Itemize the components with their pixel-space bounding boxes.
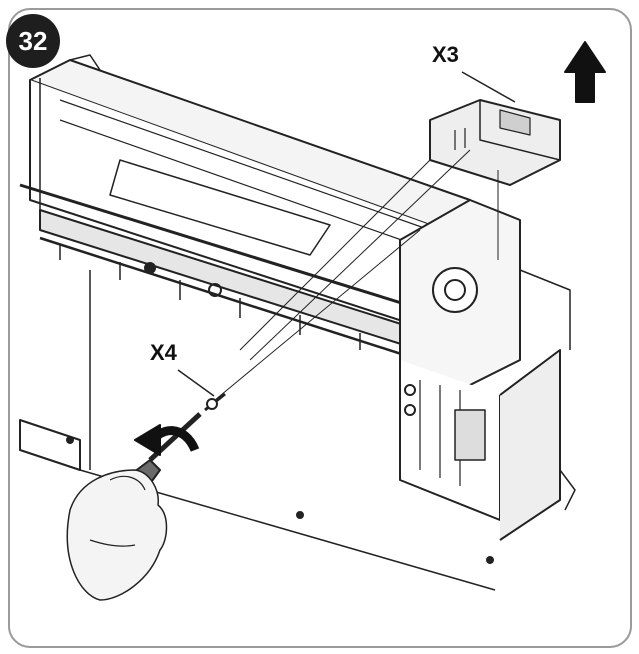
unit-body-panel xyxy=(19,270,496,591)
step-number-badge: 32 xyxy=(6,14,60,68)
bracket-x3 xyxy=(429,99,561,186)
screw-icon xyxy=(204,392,226,412)
exploded-view-guides xyxy=(214,149,499,401)
callout-label-x3: X3 xyxy=(432,42,459,67)
leader-line-x3 xyxy=(461,71,516,103)
hand-icon xyxy=(66,469,168,601)
up-arrow-icon xyxy=(564,41,606,103)
step-number: 32 xyxy=(18,25,48,56)
curved-rotate-arrow-icon xyxy=(134,424,200,456)
callout-label-x4: X4 xyxy=(150,340,177,365)
control-box xyxy=(399,199,576,541)
leader-line-x4 xyxy=(177,369,215,397)
